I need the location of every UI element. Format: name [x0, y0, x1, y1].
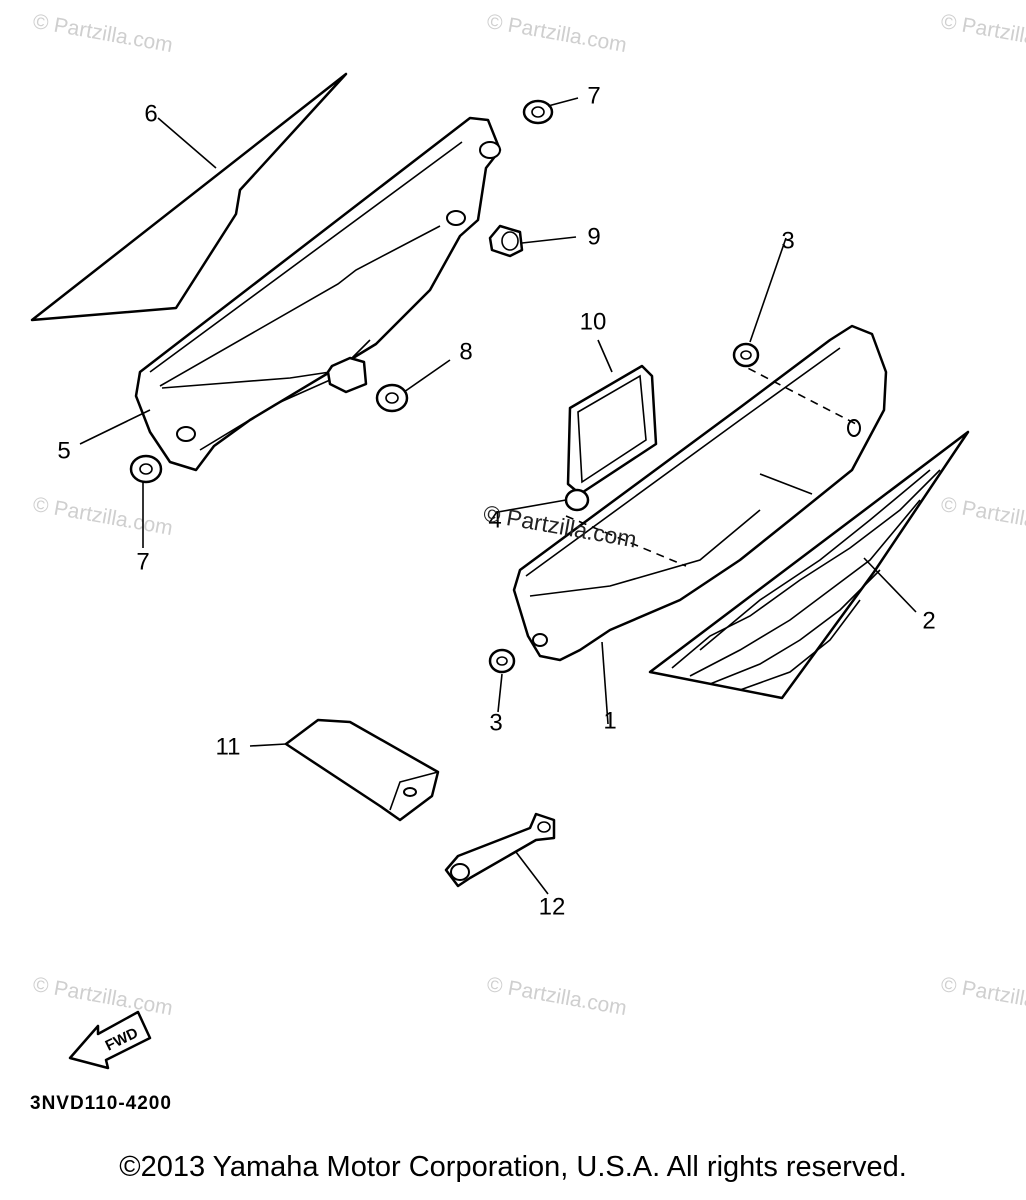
callout-7-bottom: 7 — [136, 548, 149, 575]
diagram-code: 3NVD110-4200 — [30, 1093, 172, 1114]
callout-3-top: 3 — [781, 227, 794, 254]
part-7-grommet-top[interactable] — [522, 99, 554, 125]
part-2-decal[interactable] — [648, 430, 970, 700]
part-12-strap[interactable] — [444, 812, 556, 888]
part-9-collar[interactable] — [488, 224, 524, 258]
forward-arrow-icon — [68, 1010, 152, 1070]
callout-11: 11 — [216, 733, 241, 760]
part-4-grommet[interactable] — [564, 488, 590, 512]
part-6-decal[interactable] — [30, 72, 348, 322]
part-5-side-cover[interactable] — [134, 116, 502, 472]
callout-5: 5 — [57, 437, 70, 464]
callout-9: 9 — [587, 223, 600, 250]
copyright-notice: ©2013 Yamaha Motor Corporation, U.S.A. A… — [119, 1151, 907, 1183]
part-1-side-cover[interactable] — [512, 324, 888, 662]
callout-7-top: 7 — [587, 82, 600, 109]
callout-10: 10 — [580, 308, 607, 335]
part-11-pad[interactable] — [284, 718, 440, 822]
part-8-grommet[interactable] — [375, 383, 409, 413]
callout-1: 1 — [603, 707, 616, 734]
callout-3-bottom: 3 — [489, 709, 502, 736]
part-10-label[interactable] — [566, 364, 658, 496]
callout-8: 8 — [459, 338, 472, 365]
part-3-grommet-top[interactable] — [732, 342, 760, 368]
callout-4: 4 — [488, 506, 501, 533]
part-3-grommet-bottom[interactable] — [488, 648, 516, 674]
part-7-grommet-bottom[interactable] — [129, 454, 163, 484]
callout-2: 2 — [922, 607, 935, 634]
callout-12: 12 — [539, 893, 566, 920]
callout-6: 6 — [144, 100, 157, 127]
leader-lines — [79, 97, 917, 895]
